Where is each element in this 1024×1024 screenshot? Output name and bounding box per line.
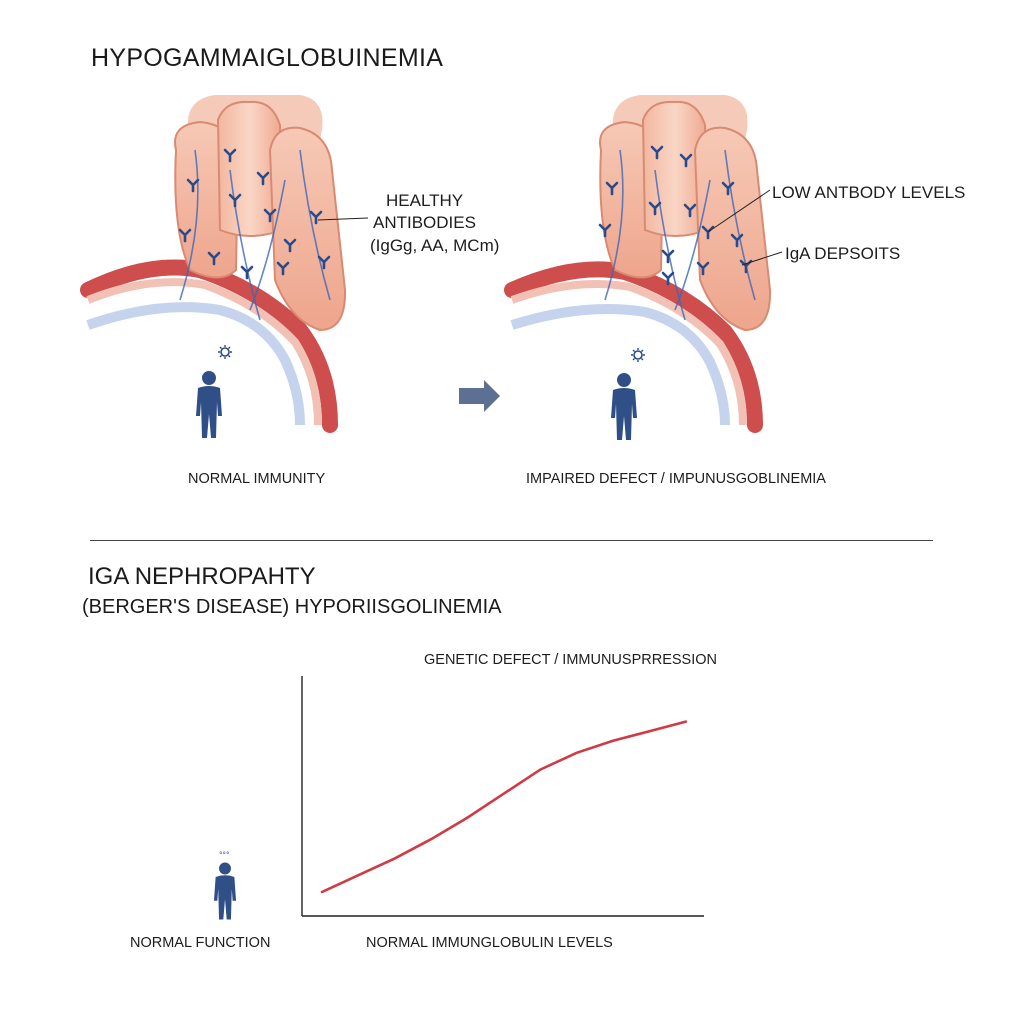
antibodies-label: ANTIBODIES [373,213,476,232]
line-chart [301,676,704,917]
page-title: HYPOGAMMAIGLOBUINEMIA [91,44,444,72]
person-icon-impaired [611,373,637,440]
section2-subtitle: (BERGER'S DISEASE) HYPORIISGOLINEMIA [82,596,502,618]
normal-function-label: NORMAL FUNCTION [130,935,271,951]
antibody-types-label: (IgGg, AA, MCm) [370,236,500,255]
virus-icon-right [631,348,645,362]
low-antibody-label: LOW ANTBODY LEVELS [772,183,966,202]
normal-immunity-caption: NORMAL IMMUNITY [188,471,326,487]
dizzy-icon: °°° [219,851,230,859]
healthy-label: HEALTHY [386,191,464,210]
iga-deposits-leader [741,251,783,266]
person-icon-small [213,862,237,920]
iga-deposits-label: IgA DEPSOITS [785,244,901,263]
healthy-label-leader [317,217,369,221]
impaired-defect-caption: IMPAIRED DEFECT / IMPUNUSGOBLINEMIA [526,471,826,487]
left-organ-illustration [80,95,347,433]
chart-top-label: GENETIC DEFECT / IMMUNUSPRRESSION [424,652,717,668]
chart-series-line [320,720,688,894]
right-organ-illustration [504,95,772,433]
section-divider [90,540,933,541]
person-icon-normal [196,371,222,438]
chart-x-label: NORMAL IMMUNGLOBULIN LEVELS [366,935,613,951]
section2-title: IGA NEPHROPAHTY [88,563,316,590]
virus-icon-left [218,345,232,359]
arrow-right-icon [459,380,500,412]
low-antibody-leader [707,189,771,233]
